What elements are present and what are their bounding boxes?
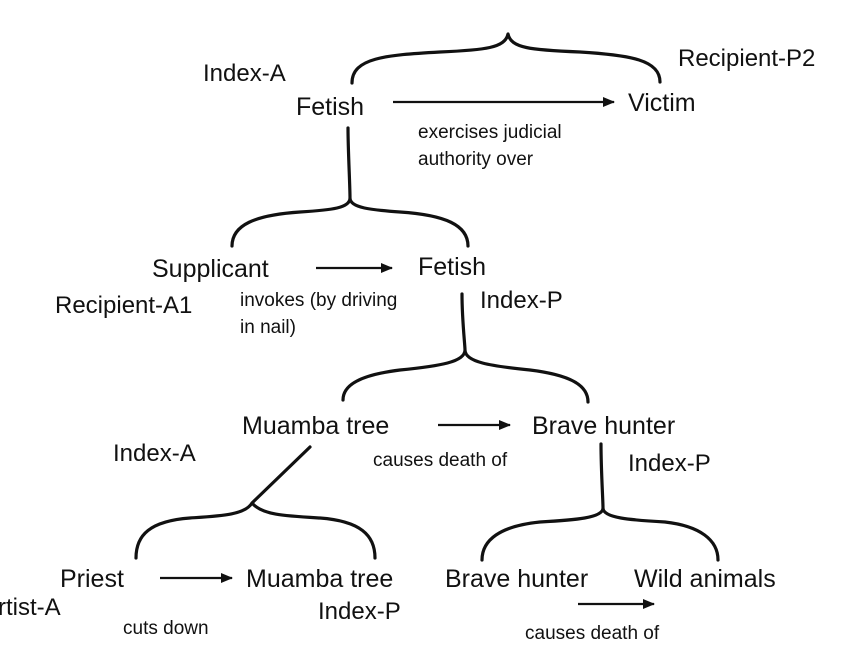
node-wild-animals: Wild animals <box>634 565 776 593</box>
brace-level3-right-to-level4 <box>480 442 720 562</box>
role-label-index-a-mid: Index-A <box>113 440 196 467</box>
node-priest: Priest <box>60 565 124 593</box>
brace-level3-left-to-level4 <box>134 445 377 560</box>
brace-level2-to-level3 <box>341 292 590 404</box>
role-label-recipient-p2: Recipient-P2 <box>678 45 816 72</box>
relation-label-line1: exercises judicial <box>418 122 562 143</box>
brace-level1-to-level2 <box>230 126 470 248</box>
role-label-artist-a: rtist-A <box>0 594 61 621</box>
node-supplicant: Supplicant <box>152 255 269 283</box>
node-muamba-tree-bottom: Muamba tree <box>246 565 394 593</box>
node-brave-hunter-bottom: Brave hunter <box>445 565 589 593</box>
role-label-index-p-right: Index-P <box>628 450 711 477</box>
top-brace <box>350 32 662 85</box>
role-label-index-p-bottom: Index-P <box>318 598 401 625</box>
relation-label-invokes-line1: invokes (by driving <box>240 290 398 311</box>
relation-label-causes-death-1: causes death of <box>373 450 508 471</box>
role-label-index-a-top: Index-A <box>203 60 286 87</box>
relation-label-causes-death-2: causes death of <box>525 623 660 644</box>
node-victim: Victim <box>628 89 696 117</box>
node-brave-hunter: Brave hunter <box>532 412 676 440</box>
relation-label-line2: authority over <box>418 149 534 170</box>
node-muamba-tree: Muamba tree <box>242 412 390 440</box>
role-label-index-p-mid: Index-P <box>480 287 563 314</box>
node-fetish-mid: Fetish <box>418 253 487 281</box>
role-label-recipient-a1: Recipient-A1 <box>55 292 193 319</box>
relation-label-cuts-down: cuts down <box>123 618 209 639</box>
relation-label-invokes-line2: in nail) <box>240 317 296 338</box>
node-fetish-top: Fetish <box>296 93 365 121</box>
